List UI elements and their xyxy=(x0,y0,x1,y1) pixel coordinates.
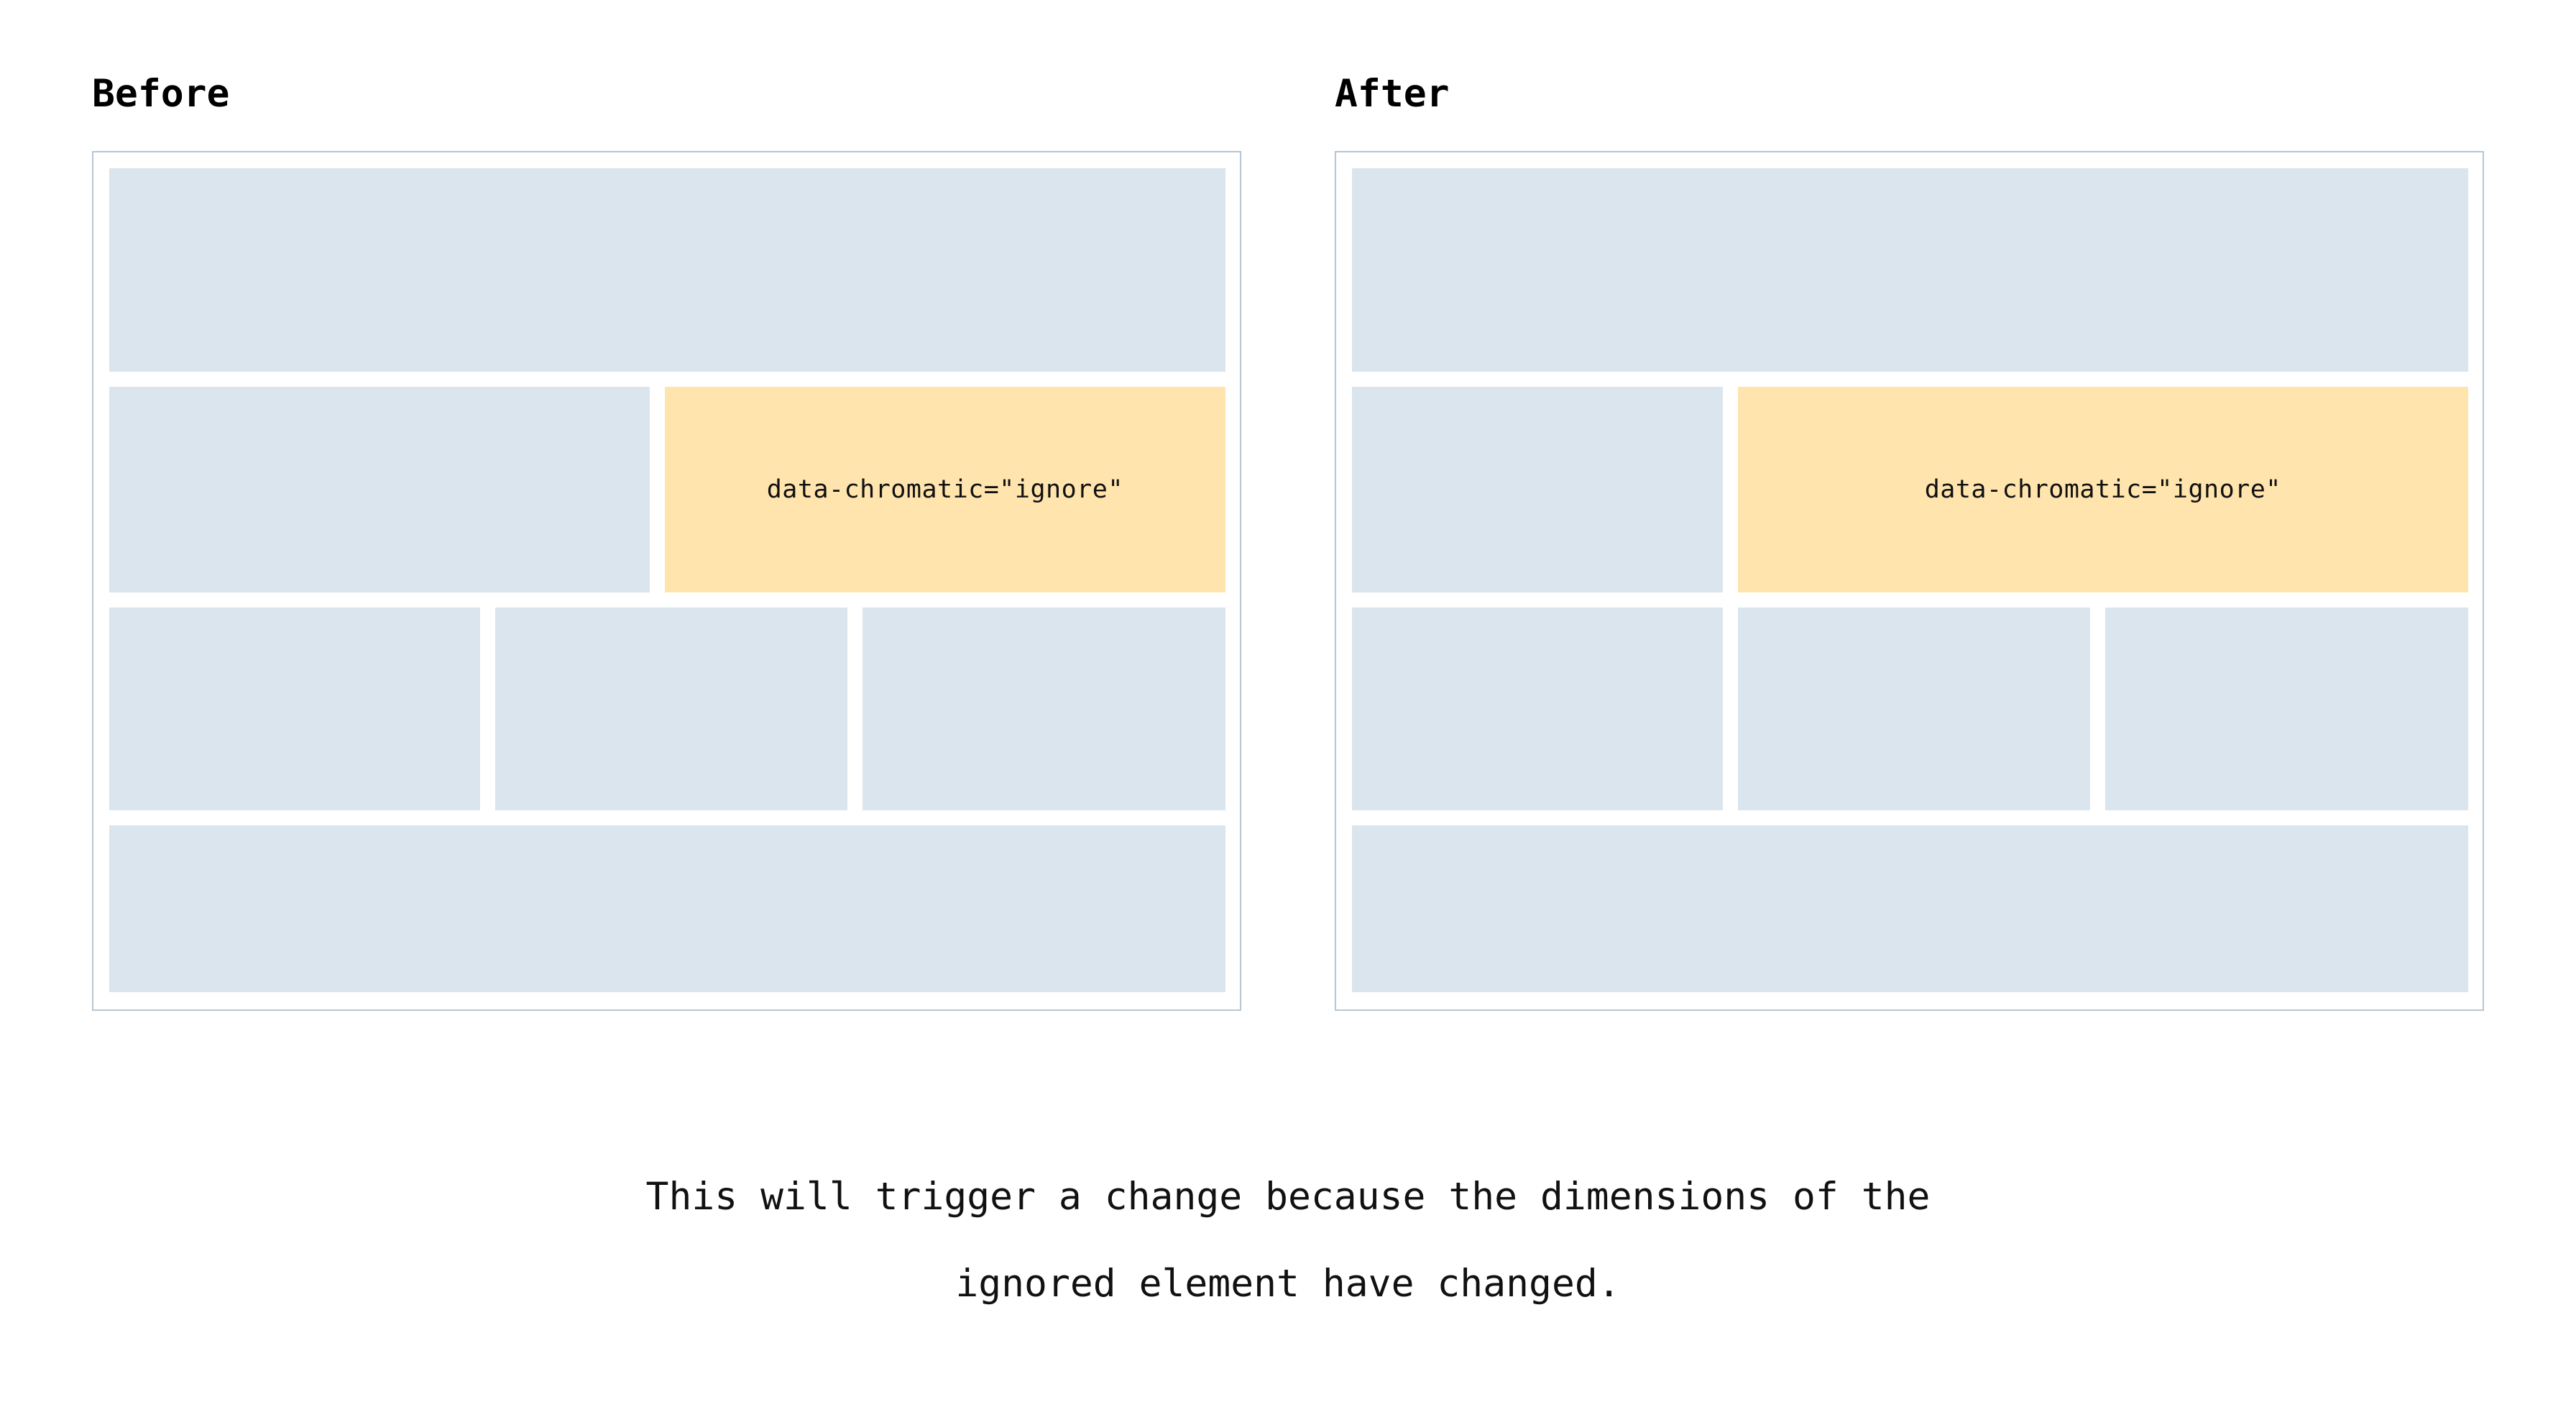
panel-after: After data-chromatic="ignore" xyxy=(1335,75,2484,1011)
skeleton-block-sidebar xyxy=(1352,387,1723,592)
panel-title-after: After xyxy=(1335,72,1450,116)
skeleton-row-2: data-chromatic="ignore" xyxy=(1352,387,2468,592)
skeleton-row-4 xyxy=(1352,825,2468,992)
skeleton-block-sidebar xyxy=(109,387,650,592)
caption-line-2: ignored element have changed. xyxy=(955,1262,1621,1306)
skeleton-row-3 xyxy=(1352,608,2468,810)
ignored-element-label: data-chromatic="ignore" xyxy=(766,475,1123,504)
skeleton-row-1 xyxy=(109,168,1225,372)
skeleton-layout-after: data-chromatic="ignore" xyxy=(1352,168,2468,992)
skeleton-row-3 xyxy=(109,608,1225,810)
ignored-element-block: data-chromatic="ignore" xyxy=(1737,387,2468,592)
ignored-element-label: data-chromatic="ignore" xyxy=(1924,475,2281,504)
snapshot-frame-after: data-chromatic="ignore" xyxy=(1335,151,2484,1011)
snapshot-frame-before: data-chromatic="ignore" xyxy=(92,151,1241,1011)
skeleton-block-header xyxy=(1352,168,2468,372)
panel-title-before: Before xyxy=(92,72,230,116)
skeleton-block-footer xyxy=(109,825,1225,992)
skeleton-block-header xyxy=(109,168,1225,372)
skeleton-block-card-3 xyxy=(2105,608,2468,810)
skeleton-block-card-1 xyxy=(109,608,480,810)
skeleton-block-card-2 xyxy=(1737,608,2091,810)
caption-line-1: This will trigger a change because the d… xyxy=(645,1175,1931,1219)
skeleton-row-1 xyxy=(1352,168,2468,372)
skeleton-row-2: data-chromatic="ignore" xyxy=(109,387,1225,592)
skeleton-layout-before: data-chromatic="ignore" xyxy=(109,168,1225,992)
panel-before: Before data-chromatic="ignore" xyxy=(92,75,1241,1011)
skeleton-block-footer xyxy=(1352,825,2468,992)
skeleton-block-card-3 xyxy=(862,608,1225,810)
panel-comparison-row: Before data-chromatic="ignore" xyxy=(92,75,2484,1011)
skeleton-block-card-1 xyxy=(1352,608,1723,810)
skeleton-row-4 xyxy=(109,825,1225,992)
caption: This will trigger a change because the d… xyxy=(0,1153,2576,1327)
skeleton-block-card-2 xyxy=(494,608,848,810)
ignored-element-block: data-chromatic="ignore" xyxy=(664,387,1225,592)
